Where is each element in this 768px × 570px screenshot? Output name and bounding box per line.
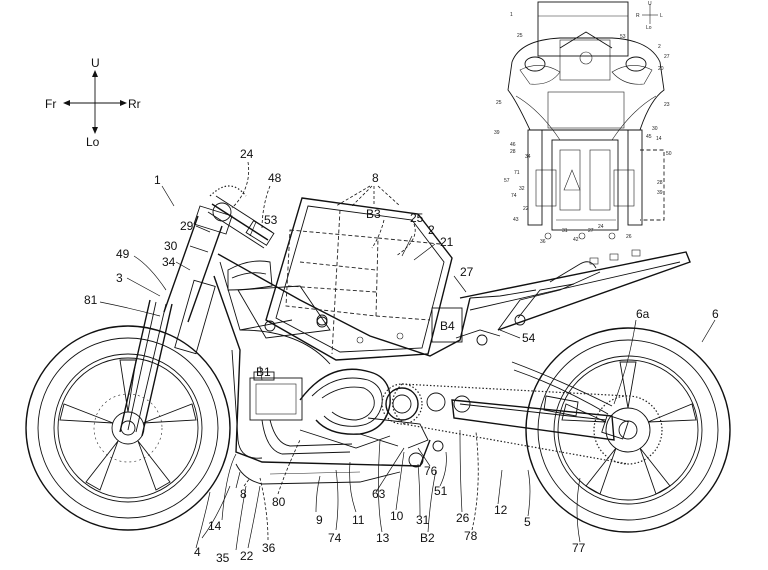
callout-30: 30 <box>164 239 178 253</box>
callout-3: 3 <box>116 271 123 285</box>
inset-label-42: 42 <box>573 237 579 243</box>
callout-81: 81 <box>84 293 98 307</box>
svg-text:U: U <box>648 1 652 7</box>
inset-label-25a: 25 <box>517 33 523 39</box>
callout-8-bottom: 8 <box>240 487 247 501</box>
inset-label-32: 32 <box>519 186 525 192</box>
drive-unit <box>249 368 446 455</box>
callout-48: 48 <box>268 171 282 185</box>
inset-label-74: 74 <box>511 193 517 199</box>
inset-label-14: 14 <box>656 136 662 142</box>
callout-b1: B1 <box>256 365 271 379</box>
callout-27: 27 <box>460 265 474 279</box>
callout-b3: B3 <box>366 207 381 221</box>
orientation-up-label: U <box>91 56 100 70</box>
callout-29: 29 <box>180 219 194 233</box>
front-wheel <box>25 325 231 531</box>
inset-label-46: 46 <box>510 142 516 148</box>
orientation-down-label: Lo <box>86 135 100 149</box>
callout-2: 2 <box>428 223 435 237</box>
callout-b2: B2 <box>420 531 435 545</box>
swingarm <box>451 361 629 441</box>
orientation-indicator: U Lo Fr Rr <box>45 56 141 149</box>
callout-25: 25 <box>410 211 424 225</box>
callout-13: 13 <box>376 531 390 545</box>
callout-26: 26 <box>456 511 470 525</box>
front-fork <box>119 185 275 437</box>
inset-label-27b: 27 <box>588 228 594 234</box>
inset-label-53: 53 <box>620 34 626 40</box>
callout-4: 4 <box>194 545 201 559</box>
callout-76: 76 <box>424 464 438 478</box>
inset-label-27a: 27 <box>664 54 670 60</box>
svg-text:R: R <box>636 13 640 19</box>
inset-label-50: 50 <box>666 151 672 157</box>
callout-8-top: 8 <box>372 171 379 185</box>
svg-text:L: L <box>660 13 663 19</box>
orientation-rear-label: Rr <box>128 97 141 111</box>
callout-49: 49 <box>116 247 130 261</box>
callout-35: 35 <box>216 551 230 565</box>
inset-label-26: 26 <box>626 234 632 240</box>
inset-label-23: 23 <box>664 102 670 108</box>
callout-77: 77 <box>572 541 586 555</box>
inset-label-39a: 39 <box>494 130 500 136</box>
callout-53: 53 <box>264 213 278 227</box>
inset-label-28a: 28 <box>510 149 516 155</box>
rear-subframe <box>455 249 691 346</box>
callout-1: 1 <box>154 173 161 187</box>
svg-text:Lo: Lo <box>646 25 652 31</box>
inset-label-24: 24 <box>598 224 604 230</box>
callout-14: 14 <box>208 519 222 533</box>
callout-80: 80 <box>272 495 286 509</box>
callout-51: 51 <box>434 484 448 498</box>
callout-10: 10 <box>390 509 404 523</box>
callout-22: 22 <box>240 549 254 563</box>
lower-fairing <box>235 440 444 485</box>
callout-6: 6 <box>712 307 719 321</box>
drive-chain <box>391 383 629 465</box>
inset-label-25b: 25 <box>496 100 502 106</box>
callout-9: 9 <box>316 513 323 527</box>
callout-78: 78 <box>464 529 478 543</box>
inset-label-45: 45 <box>646 134 652 140</box>
inset-label-22: 22 <box>523 206 529 212</box>
callout-labels: 1 24 48 8 29 53 B3 25 2 21 30 49 34 3 27… <box>84 147 719 565</box>
leader-lines <box>99 161 716 551</box>
callout-36: 36 <box>262 541 276 555</box>
callout-34: 34 <box>162 255 176 269</box>
inset-label-20: 20 <box>658 66 664 72</box>
callout-6a: 6a <box>636 307 650 321</box>
inset-label-2: 2 <box>658 44 661 50</box>
callout-5: 5 <box>524 515 531 529</box>
inset-label-30: 30 <box>652 126 658 132</box>
inset-label-34: 34 <box>525 154 531 160</box>
callout-31: 31 <box>416 513 430 527</box>
callout-b4: B4 <box>440 319 455 333</box>
callout-54: 54 <box>522 331 536 345</box>
inset-label-1: 1 <box>510 12 513 18</box>
callout-21: 21 <box>440 235 454 249</box>
inset-orientation: U Lo R L <box>636 1 663 31</box>
callout-74: 74 <box>328 531 342 545</box>
inset-label-71: 71 <box>514 170 520 176</box>
inset-front-view: U Lo R L 1 53 25 <box>494 1 672 245</box>
callout-11: 11 <box>352 513 365 527</box>
battery-box <box>265 197 463 361</box>
inset-label-43: 43 <box>513 217 519 223</box>
callout-12: 12 <box>494 503 508 517</box>
inset-label-36: 36 <box>540 239 546 245</box>
inset-label-57: 57 <box>504 178 510 184</box>
inset-label-39b: 39 <box>657 190 663 196</box>
orientation-front-label: Fr <box>45 97 56 111</box>
callout-24: 24 <box>240 147 254 161</box>
callout-63: 63 <box>372 487 386 501</box>
inset-label-31: 31 <box>562 228 568 234</box>
inset-label-28b: 28 <box>657 180 663 186</box>
